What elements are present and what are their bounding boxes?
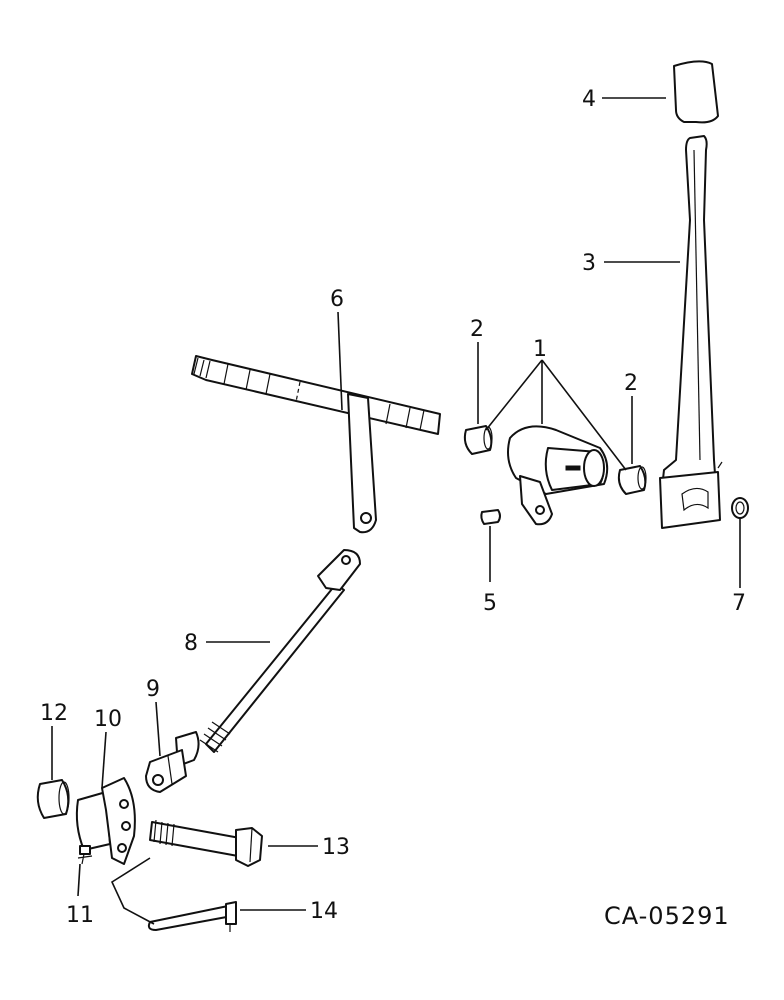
callout-13: 13 (322, 835, 350, 860)
callout-3: 3 (582, 251, 596, 276)
leader-lines (51, 97, 741, 925)
part-hub (507, 425, 609, 526)
part-rod (199, 549, 361, 753)
callout-1: 1 (533, 337, 547, 362)
callout-11: 11 (66, 903, 94, 928)
part-shaft (191, 355, 441, 534)
part-screw (77, 845, 93, 865)
part-snap-ring (731, 497, 749, 519)
callout-6: 6 (330, 287, 344, 312)
callout-2-right: 2 (624, 371, 638, 396)
callout-9: 9 (146, 677, 160, 702)
callout-8: 8 (184, 631, 198, 656)
part-bushing-left (463, 425, 493, 455)
callout-2-left: 2 (470, 317, 484, 342)
callout-10: 10 (94, 707, 122, 732)
part-bent-rod (147, 901, 237, 932)
part-lever (659, 135, 723, 529)
part-clevis (145, 731, 200, 793)
drawing-code: CA-05291 (604, 902, 730, 930)
part-spacer (36, 779, 70, 819)
callout-5: 5 (483, 591, 497, 616)
callout-14: 14 (310, 899, 338, 924)
callout-labels: 1 2 2 3 4 5 6 7 8 9 10 11 12 13 14 (40, 87, 746, 928)
part-bolt (149, 819, 263, 867)
callout-12: 12 (40, 701, 68, 726)
part-knob (673, 60, 719, 124)
part-bushing-right (617, 465, 647, 495)
callout-7: 7 (732, 591, 746, 616)
part-pedal-bracket (75, 777, 136, 865)
callout-4: 4 (582, 87, 596, 112)
part-key (480, 509, 501, 525)
